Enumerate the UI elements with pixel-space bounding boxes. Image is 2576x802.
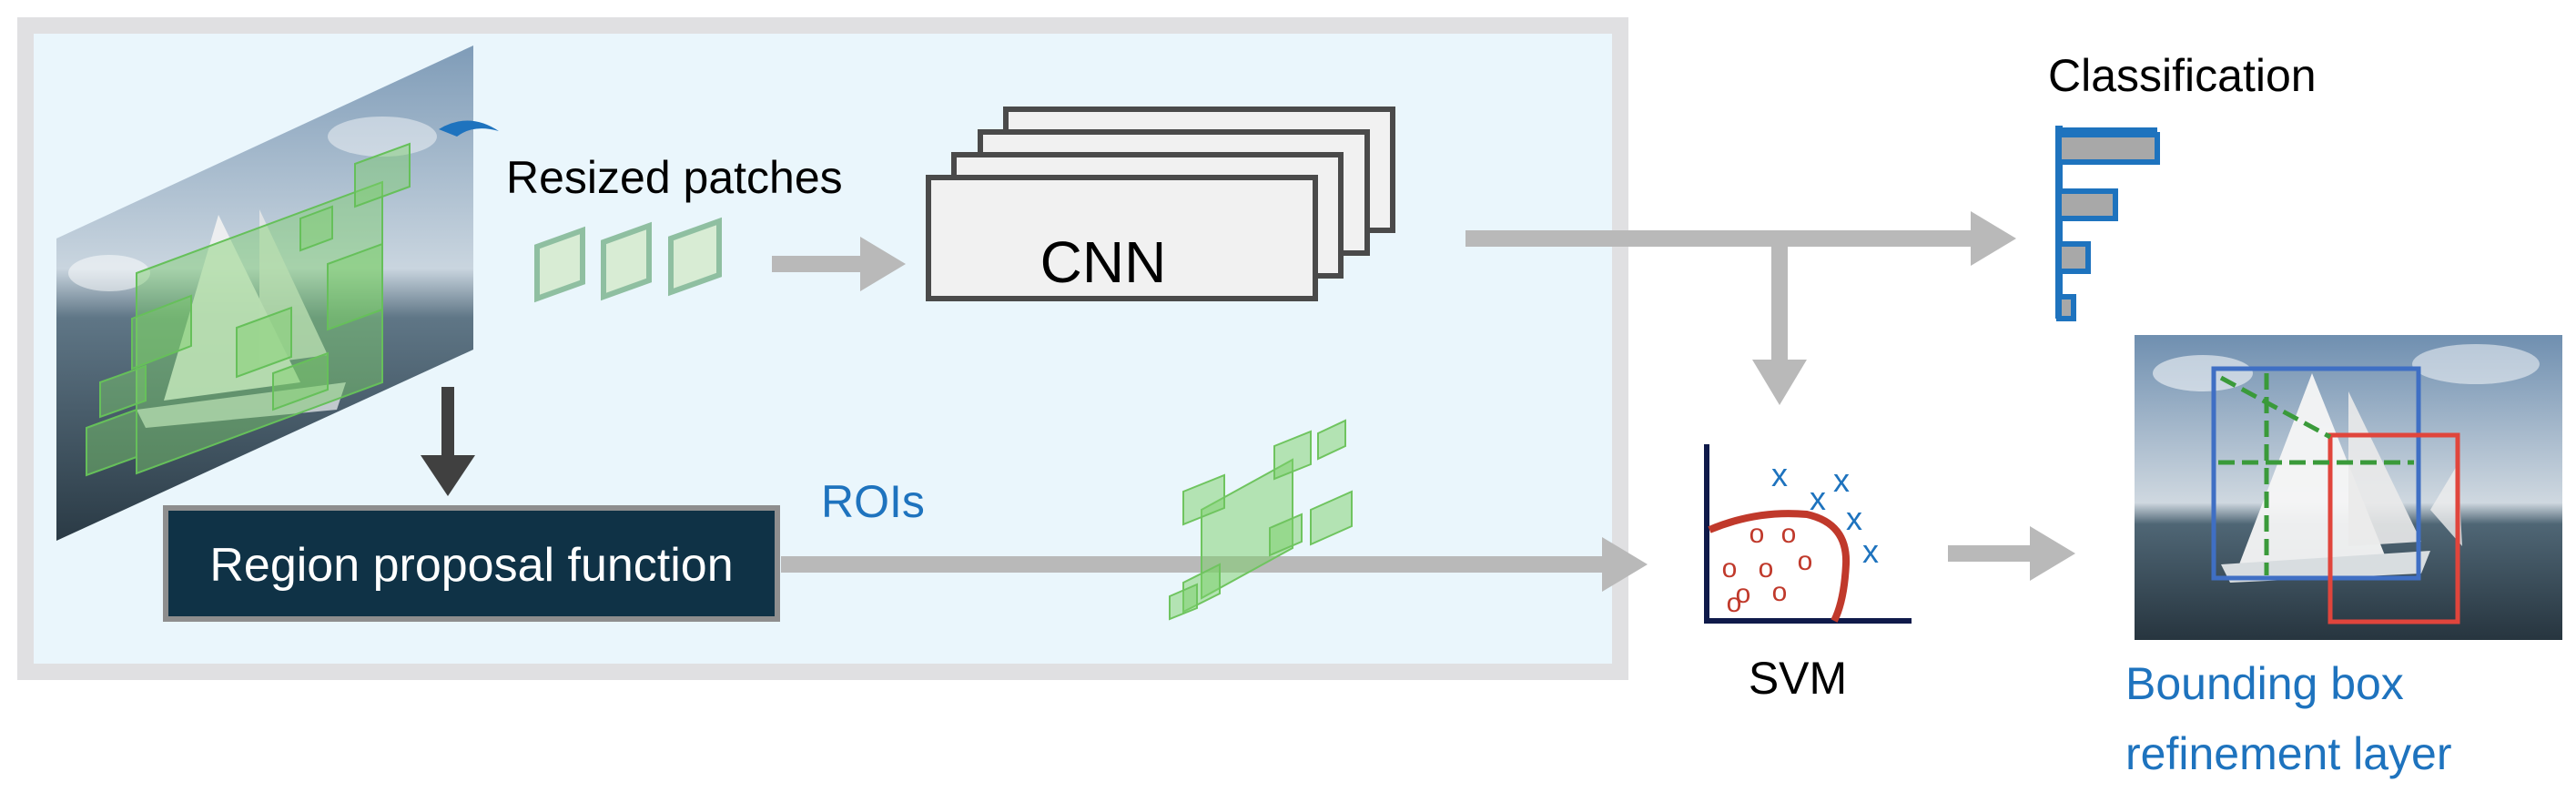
arrow-region-to-svm (781, 537, 1648, 592)
svg-text:x: x (1810, 480, 1826, 517)
bbox-label-line1: Bounding box (2125, 658, 2404, 709)
bbox-red (2328, 432, 2460, 624)
classification-label: Classification (2048, 50, 2317, 101)
proposal-overlays (86, 142, 411, 477)
svg-text:x: x (1771, 456, 1788, 493)
rois-label: ROIs (821, 476, 925, 527)
cnn-label: CNN (1040, 229, 1167, 295)
arrow-cnn-to-classification (1465, 211, 2016, 266)
svg-text:x: x (1833, 462, 1850, 499)
svm-x-marks: x x x x x (1771, 456, 1879, 570)
resized-patches-label: Resized patches (506, 152, 843, 203)
svm-o-marks: o o o o o o o o (1722, 519, 1813, 618)
svm-label: SVM (1749, 653, 1847, 704)
bbox-label-line2: refinement layer (2125, 728, 2452, 779)
svg-text:o: o (1798, 546, 1813, 576)
cnn-stack (926, 107, 1395, 301)
arrow-svm-to-output (1948, 526, 2075, 581)
bbox-blue (2211, 366, 2421, 581)
svg-text:o: o (1759, 553, 1774, 584)
input-image (56, 46, 499, 541)
classification-bar-chart-icon (2055, 126, 2160, 321)
svg-text:o: o (1727, 588, 1742, 618)
svg-text:x: x (1846, 500, 1862, 537)
svg-text:x: x (1862, 533, 1879, 570)
svg-text:o: o (1772, 577, 1788, 607)
region-proposal-box (163, 505, 780, 622)
refinement-guides (2218, 373, 2414, 575)
svg-text:o: o (1749, 519, 1765, 549)
svg-text:o: o (1736, 579, 1751, 609)
output-image (2135, 335, 2562, 640)
roi-patches (1169, 419, 1353, 621)
svm-plot: x x x x x o o o o o o o o (1704, 444, 1912, 624)
arrow-cnn-to-svm (1752, 239, 1807, 405)
svg-text:o: o (1722, 553, 1738, 584)
region-proposal-label: Region proposal function (209, 539, 733, 592)
svg-text:o: o (1781, 519, 1797, 549)
resized-patch-icons (534, 217, 722, 303)
arrow-image-to-region-proposal (421, 387, 475, 496)
arrow-patches-to-cnn (772, 237, 906, 291)
